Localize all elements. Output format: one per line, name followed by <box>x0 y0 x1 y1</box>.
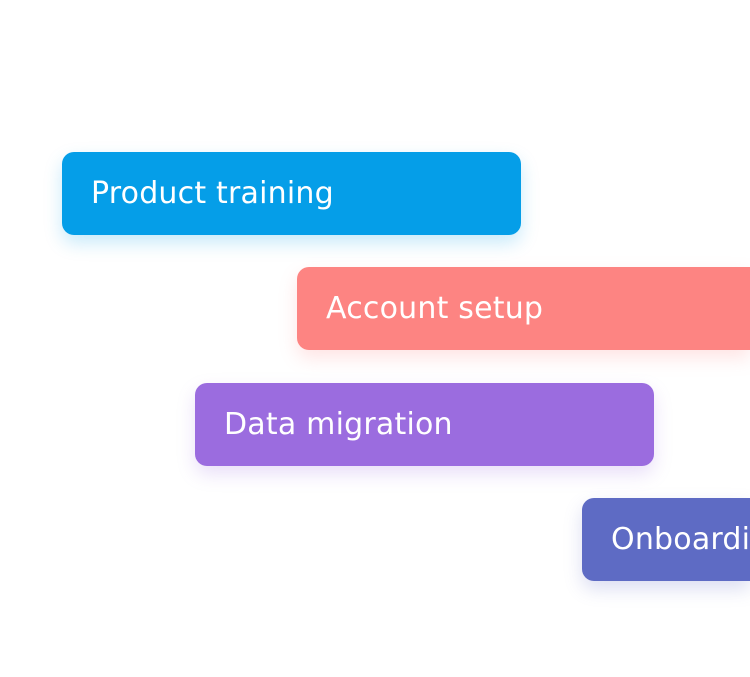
task-bar-onboarding[interactable]: Onboarding <box>582 498 750 581</box>
task-bar-data-migration[interactable]: Data migration <box>195 383 654 466</box>
task-label: Account setup <box>326 291 544 326</box>
task-label: Product training <box>91 176 334 211</box>
task-label: Onboarding <box>611 522 750 557</box>
task-bar-product-training[interactable]: Product training <box>62 152 521 235</box>
task-label: Data migration <box>224 407 453 442</box>
task-bar-account-setup[interactable]: Account setup <box>297 267 750 350</box>
